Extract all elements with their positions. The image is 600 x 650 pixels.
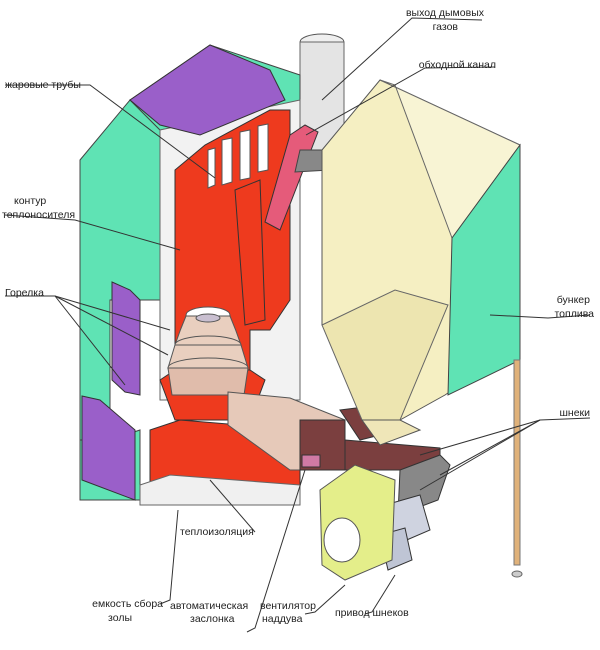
label-auto-damper-1: автоматическая — [170, 600, 248, 612]
burner — [167, 306, 249, 396]
boiler-doors — [81, 44, 286, 501]
label-insulation: теплоизоляция — [180, 526, 254, 538]
label-flue-gas-outlet-2: газов — [433, 21, 459, 33]
fire-tubes — [207, 123, 269, 326]
label-augers: шнеки — [559, 407, 590, 419]
label-ash-container-1: емкость сбора — [92, 598, 163, 610]
label-fuel-bunker-1: бункер — [557, 294, 590, 306]
blower-fan — [319, 464, 396, 581]
label-ash-container-2: золы — [108, 612, 132, 624]
label-burner: Горелка — [5, 287, 44, 299]
label-coolant-circuit-1: контур — [14, 195, 46, 207]
label-auger-drive: привод шнеков — [335, 607, 409, 619]
fuel-bunker — [321, 79, 523, 578]
label-blower-fan-2: наддува — [262, 613, 303, 625]
label-fuel-bunker-2: топлива — [554, 308, 594, 320]
leader-lines — [4, 17, 591, 633]
label-flue-gas-outlet-1: выход дымовых — [406, 7, 485, 19]
label-blower-fan-1: вентилятор — [260, 600, 316, 612]
labels: выход дымовых газов обходной канал жаров… — [2, 7, 594, 625]
label-auto-damper-2: заслонка — [190, 613, 235, 625]
label-fire-tubes: жаровые трубы — [5, 79, 81, 91]
base-insulation — [139, 474, 301, 506]
label-coolant-circuit-2: теплоносителя — [2, 209, 75, 221]
label-bypass-channel: обходной канал — [419, 59, 496, 71]
